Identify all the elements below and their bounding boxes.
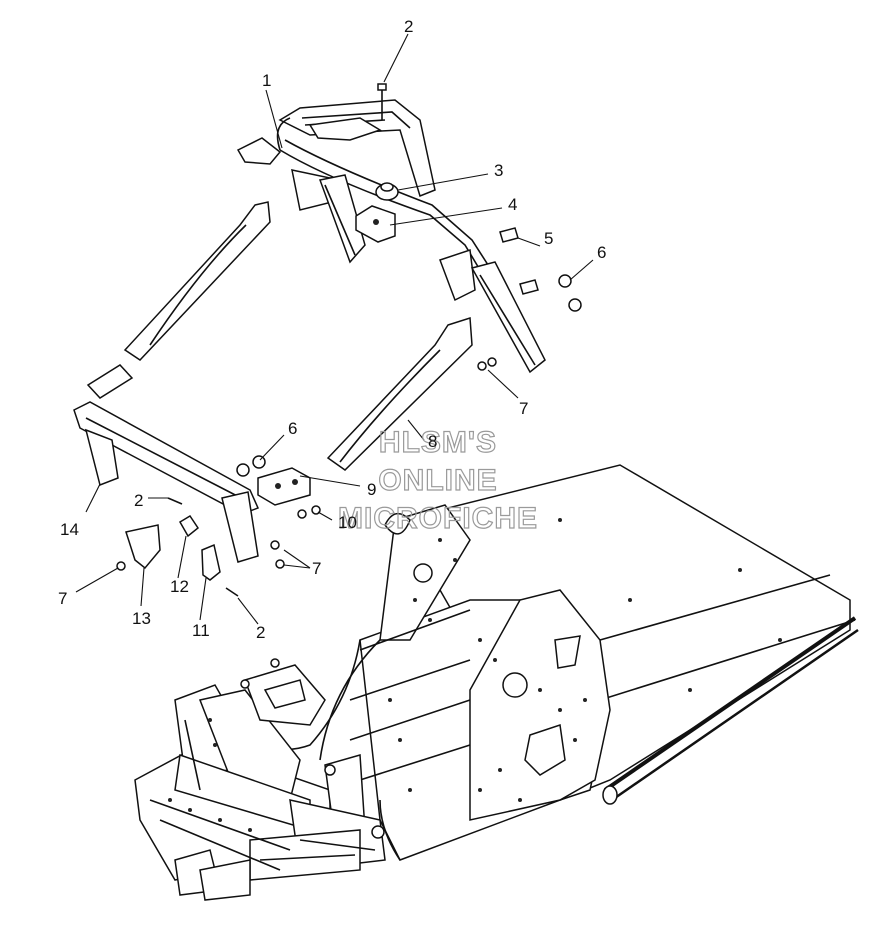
bolt-part-5	[499, 227, 539, 295]
leader-lines	[75, 33, 594, 625]
callout-7-right: 7	[519, 399, 528, 418]
callout-9: 9	[367, 480, 376, 499]
nut-part-10	[297, 505, 321, 519]
watermark: HLSM'S ONLINE MICROFICHE	[337, 425, 538, 535]
callout-10: 10	[338, 513, 357, 532]
fasteners	[116, 227, 582, 597]
support-tube-part-8	[257, 316, 473, 506]
steering-hoop-part-1	[236, 99, 546, 374]
rivet-holes	[168, 518, 782, 832]
callout-7-mid: 7	[312, 559, 321, 578]
callout-14: 14	[60, 520, 79, 539]
callout-2-top: 2	[404, 17, 413, 36]
callout-1: 1	[262, 71, 271, 90]
watermark-line-2: ONLINE	[378, 464, 497, 497]
callout-3: 3	[494, 161, 503, 180]
bolt-part-7	[116, 357, 497, 571]
callout-7-left: 7	[58, 589, 67, 608]
bracket-part-13	[125, 524, 161, 570]
callout-12: 12	[170, 577, 189, 596]
front-suspension-bulkhead	[134, 658, 386, 901]
plate-part-4	[355, 205, 396, 243]
pin-part-2-top	[377, 83, 387, 120]
callout-8: 8	[428, 432, 437, 451]
isolator-part-3	[375, 182, 399, 201]
callout-11: 11	[192, 621, 210, 640]
callout-5: 5	[544, 229, 553, 248]
nut-part-6-right	[558, 274, 582, 312]
callout-2-mid: 2	[134, 491, 143, 510]
nut-part-6-mid	[236, 455, 266, 477]
pin-part-2-mid	[167, 497, 183, 505]
bracket-part-12	[178, 514, 200, 538]
crossbar-part-14	[73, 401, 260, 563]
watermark-line-3: MICROFICHE	[338, 502, 538, 535]
callout-4: 4	[508, 195, 517, 214]
pin-part-2-low	[225, 587, 239, 597]
callout-2-low: 2	[256, 623, 265, 642]
support-tube-left	[86, 201, 271, 399]
callout-6-right: 6	[597, 243, 606, 262]
plate-part-11	[201, 543, 221, 581]
callout-6-mid: 6	[288, 419, 297, 438]
watermark-line-1: HLSM'S	[379, 426, 497, 459]
callout-labels: 1 2 3 4 5 6 7 6 8 9 10 2 14 7 7 13 12 11…	[58, 17, 606, 642]
callout-13: 13	[132, 609, 151, 628]
chassis-tunnel	[229, 464, 859, 861]
